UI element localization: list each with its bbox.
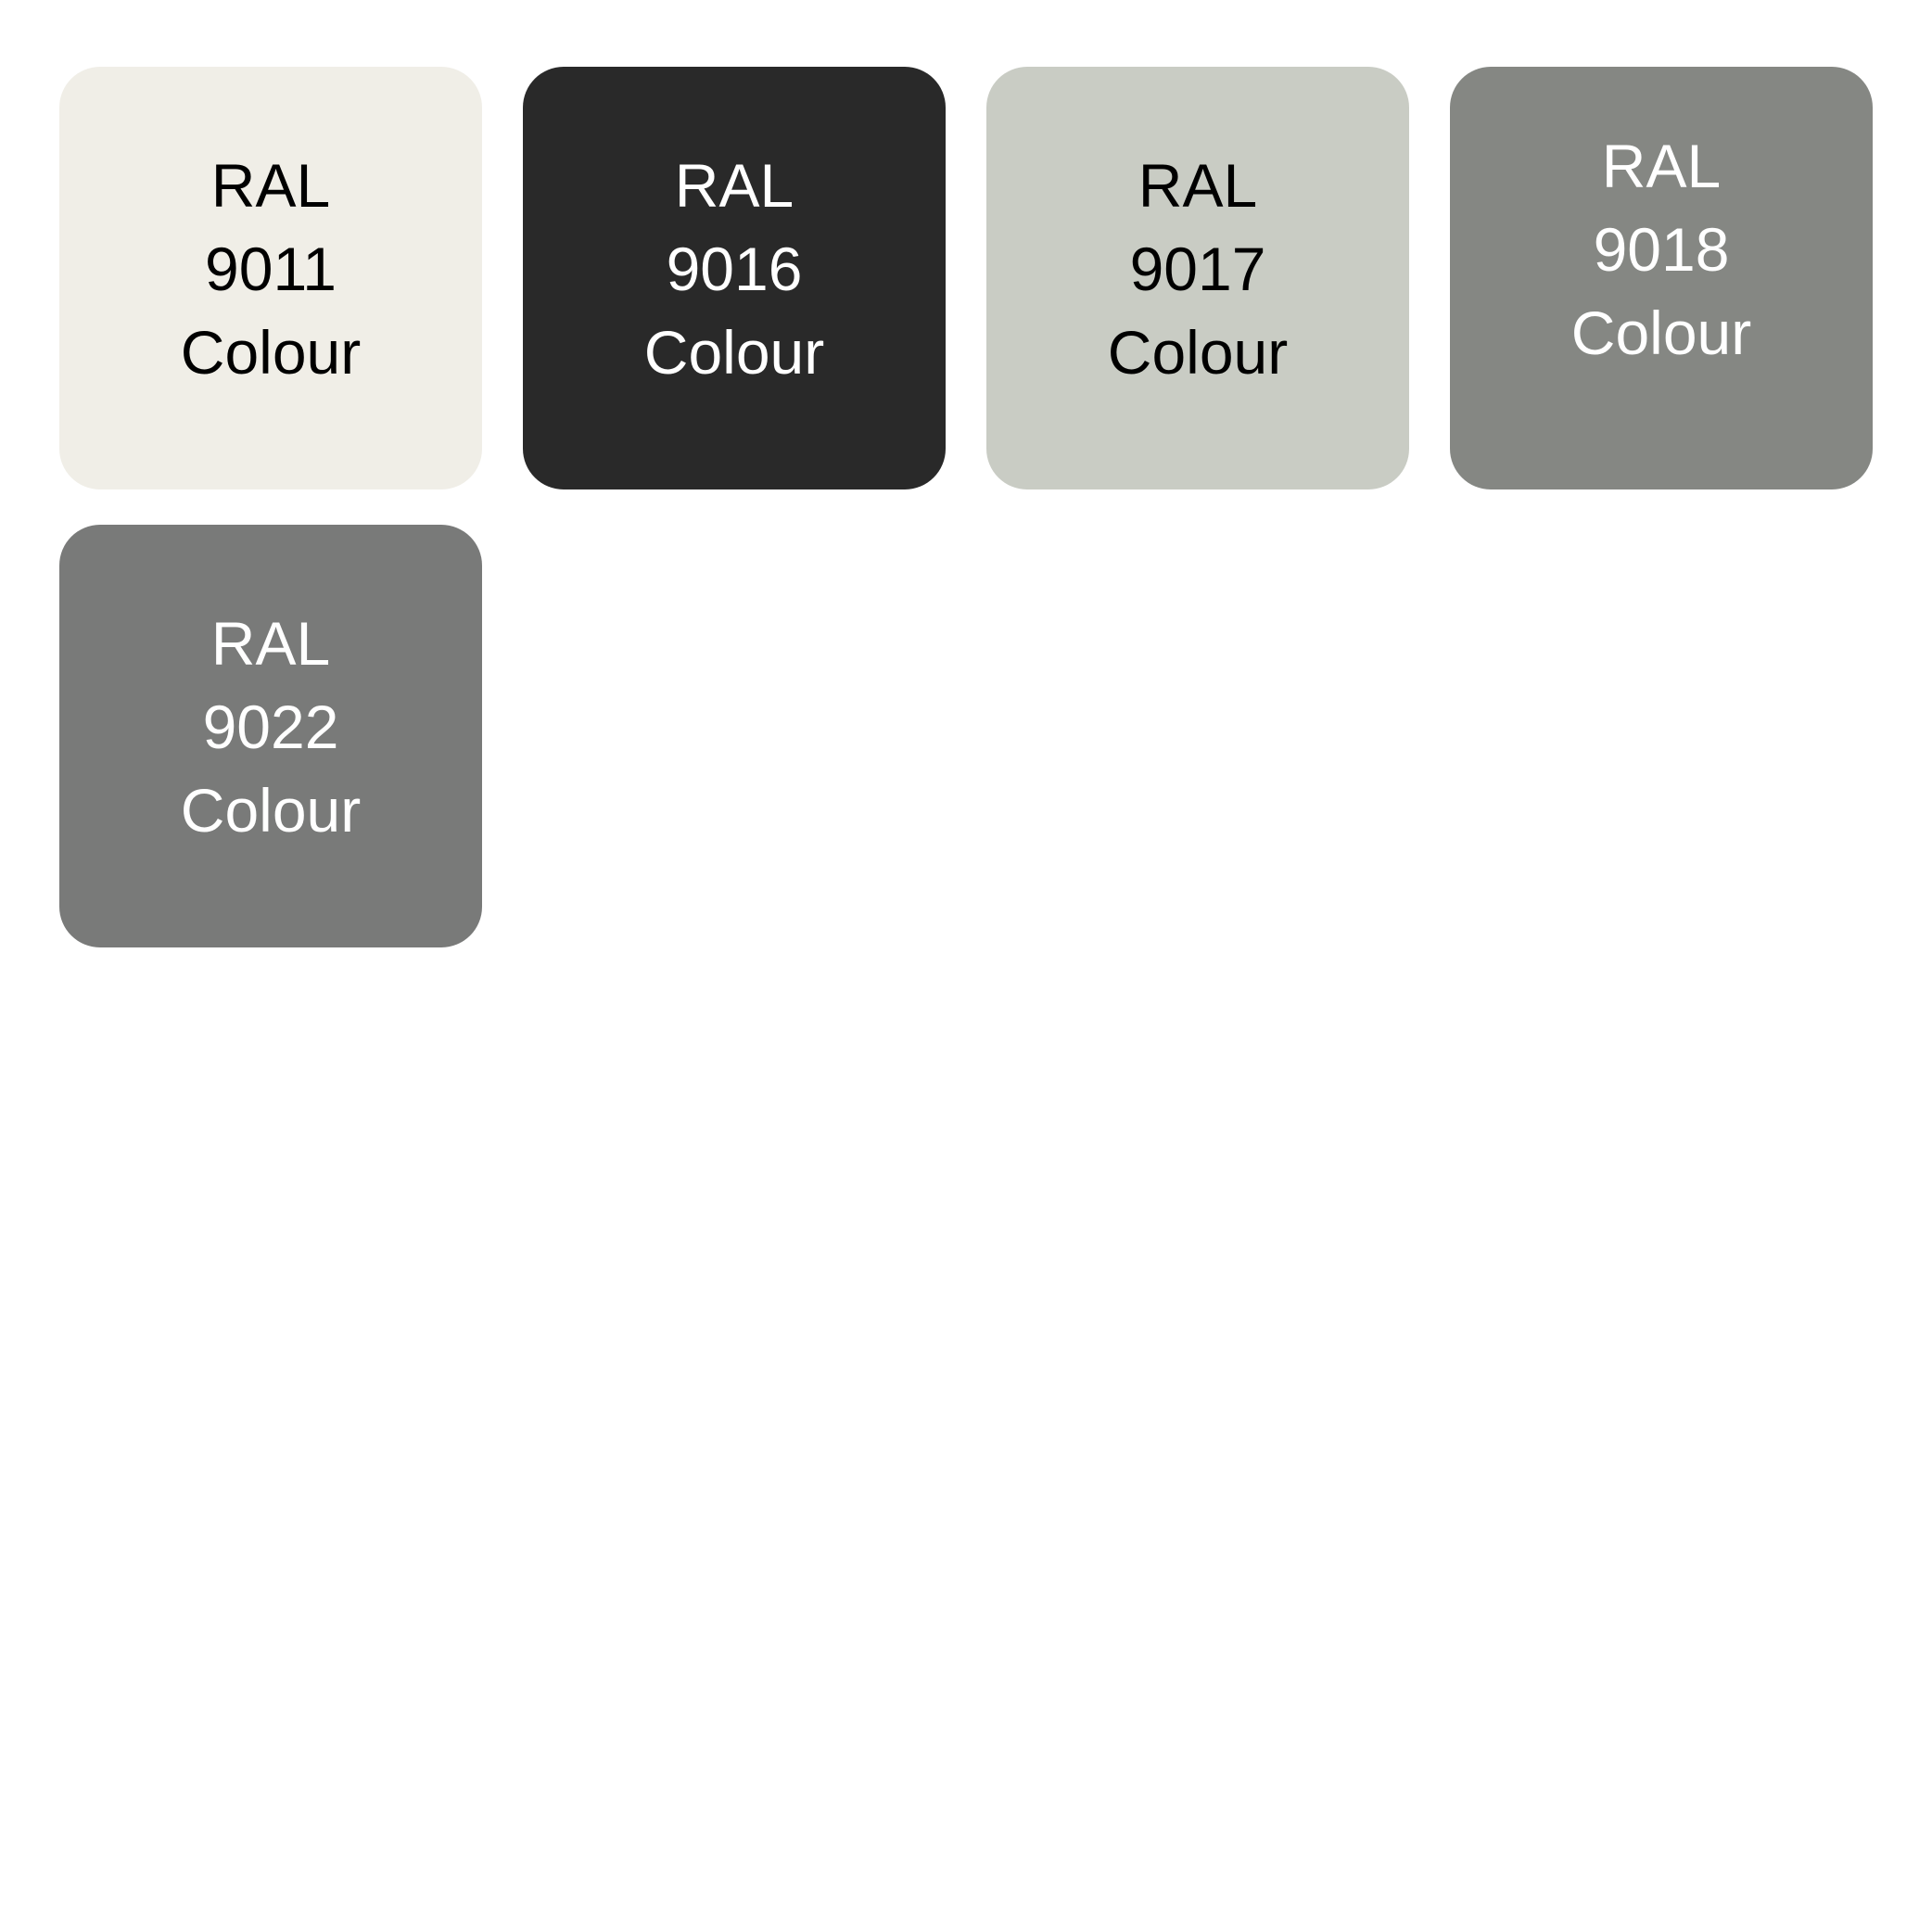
swatch-label-line-1: RAL xyxy=(1138,151,1258,220)
swatch-label-line-2: 9022 xyxy=(202,693,339,761)
colour-swatch-grid: RAL 9011 Colour RAL 9016 Colour RAL 9017… xyxy=(59,67,1873,947)
swatch-label-line-3: Colour xyxy=(180,318,362,387)
swatch-label-line-1: RAL xyxy=(1601,132,1722,200)
swatch-ral-9011[interactable]: RAL 9011 Colour xyxy=(59,67,482,489)
swatch-label-line-2: 9016 xyxy=(666,235,803,303)
swatch-label-line-3: Colour xyxy=(643,318,825,387)
swatch-label-line-1: RAL xyxy=(674,151,794,220)
swatch-ral-9016-label: RAL 9016 Colour xyxy=(644,144,824,394)
swatch-ral-9018-label: RAL 9018 Colour xyxy=(1571,124,1751,375)
swatch-label-line-2: 9017 xyxy=(1129,235,1266,303)
swatch-ral-9022[interactable]: RAL 9022 Colour xyxy=(59,525,482,947)
swatch-label-line-2: 9011 xyxy=(205,235,337,303)
swatch-label-line-2: 9018 xyxy=(1593,215,1730,284)
swatch-ral-9022-label: RAL 9022 Colour xyxy=(181,602,361,852)
swatch-label-line-1: RAL xyxy=(210,151,331,220)
swatch-label-line-3: Colour xyxy=(1107,318,1289,387)
swatch-ral-9018[interactable]: RAL 9018 Colour xyxy=(1450,67,1873,489)
swatch-ral-9017[interactable]: RAL 9017 Colour xyxy=(986,67,1409,489)
swatch-label-line-3: Colour xyxy=(1570,299,1752,367)
swatch-label-line-1: RAL xyxy=(210,609,331,678)
swatch-ral-9011-label: RAL 9011 Colour xyxy=(181,144,361,394)
swatch-ral-9017-label: RAL 9017 Colour xyxy=(1108,144,1288,394)
swatch-ral-9016[interactable]: RAL 9016 Colour xyxy=(523,67,946,489)
swatch-label-line-3: Colour xyxy=(180,776,362,845)
